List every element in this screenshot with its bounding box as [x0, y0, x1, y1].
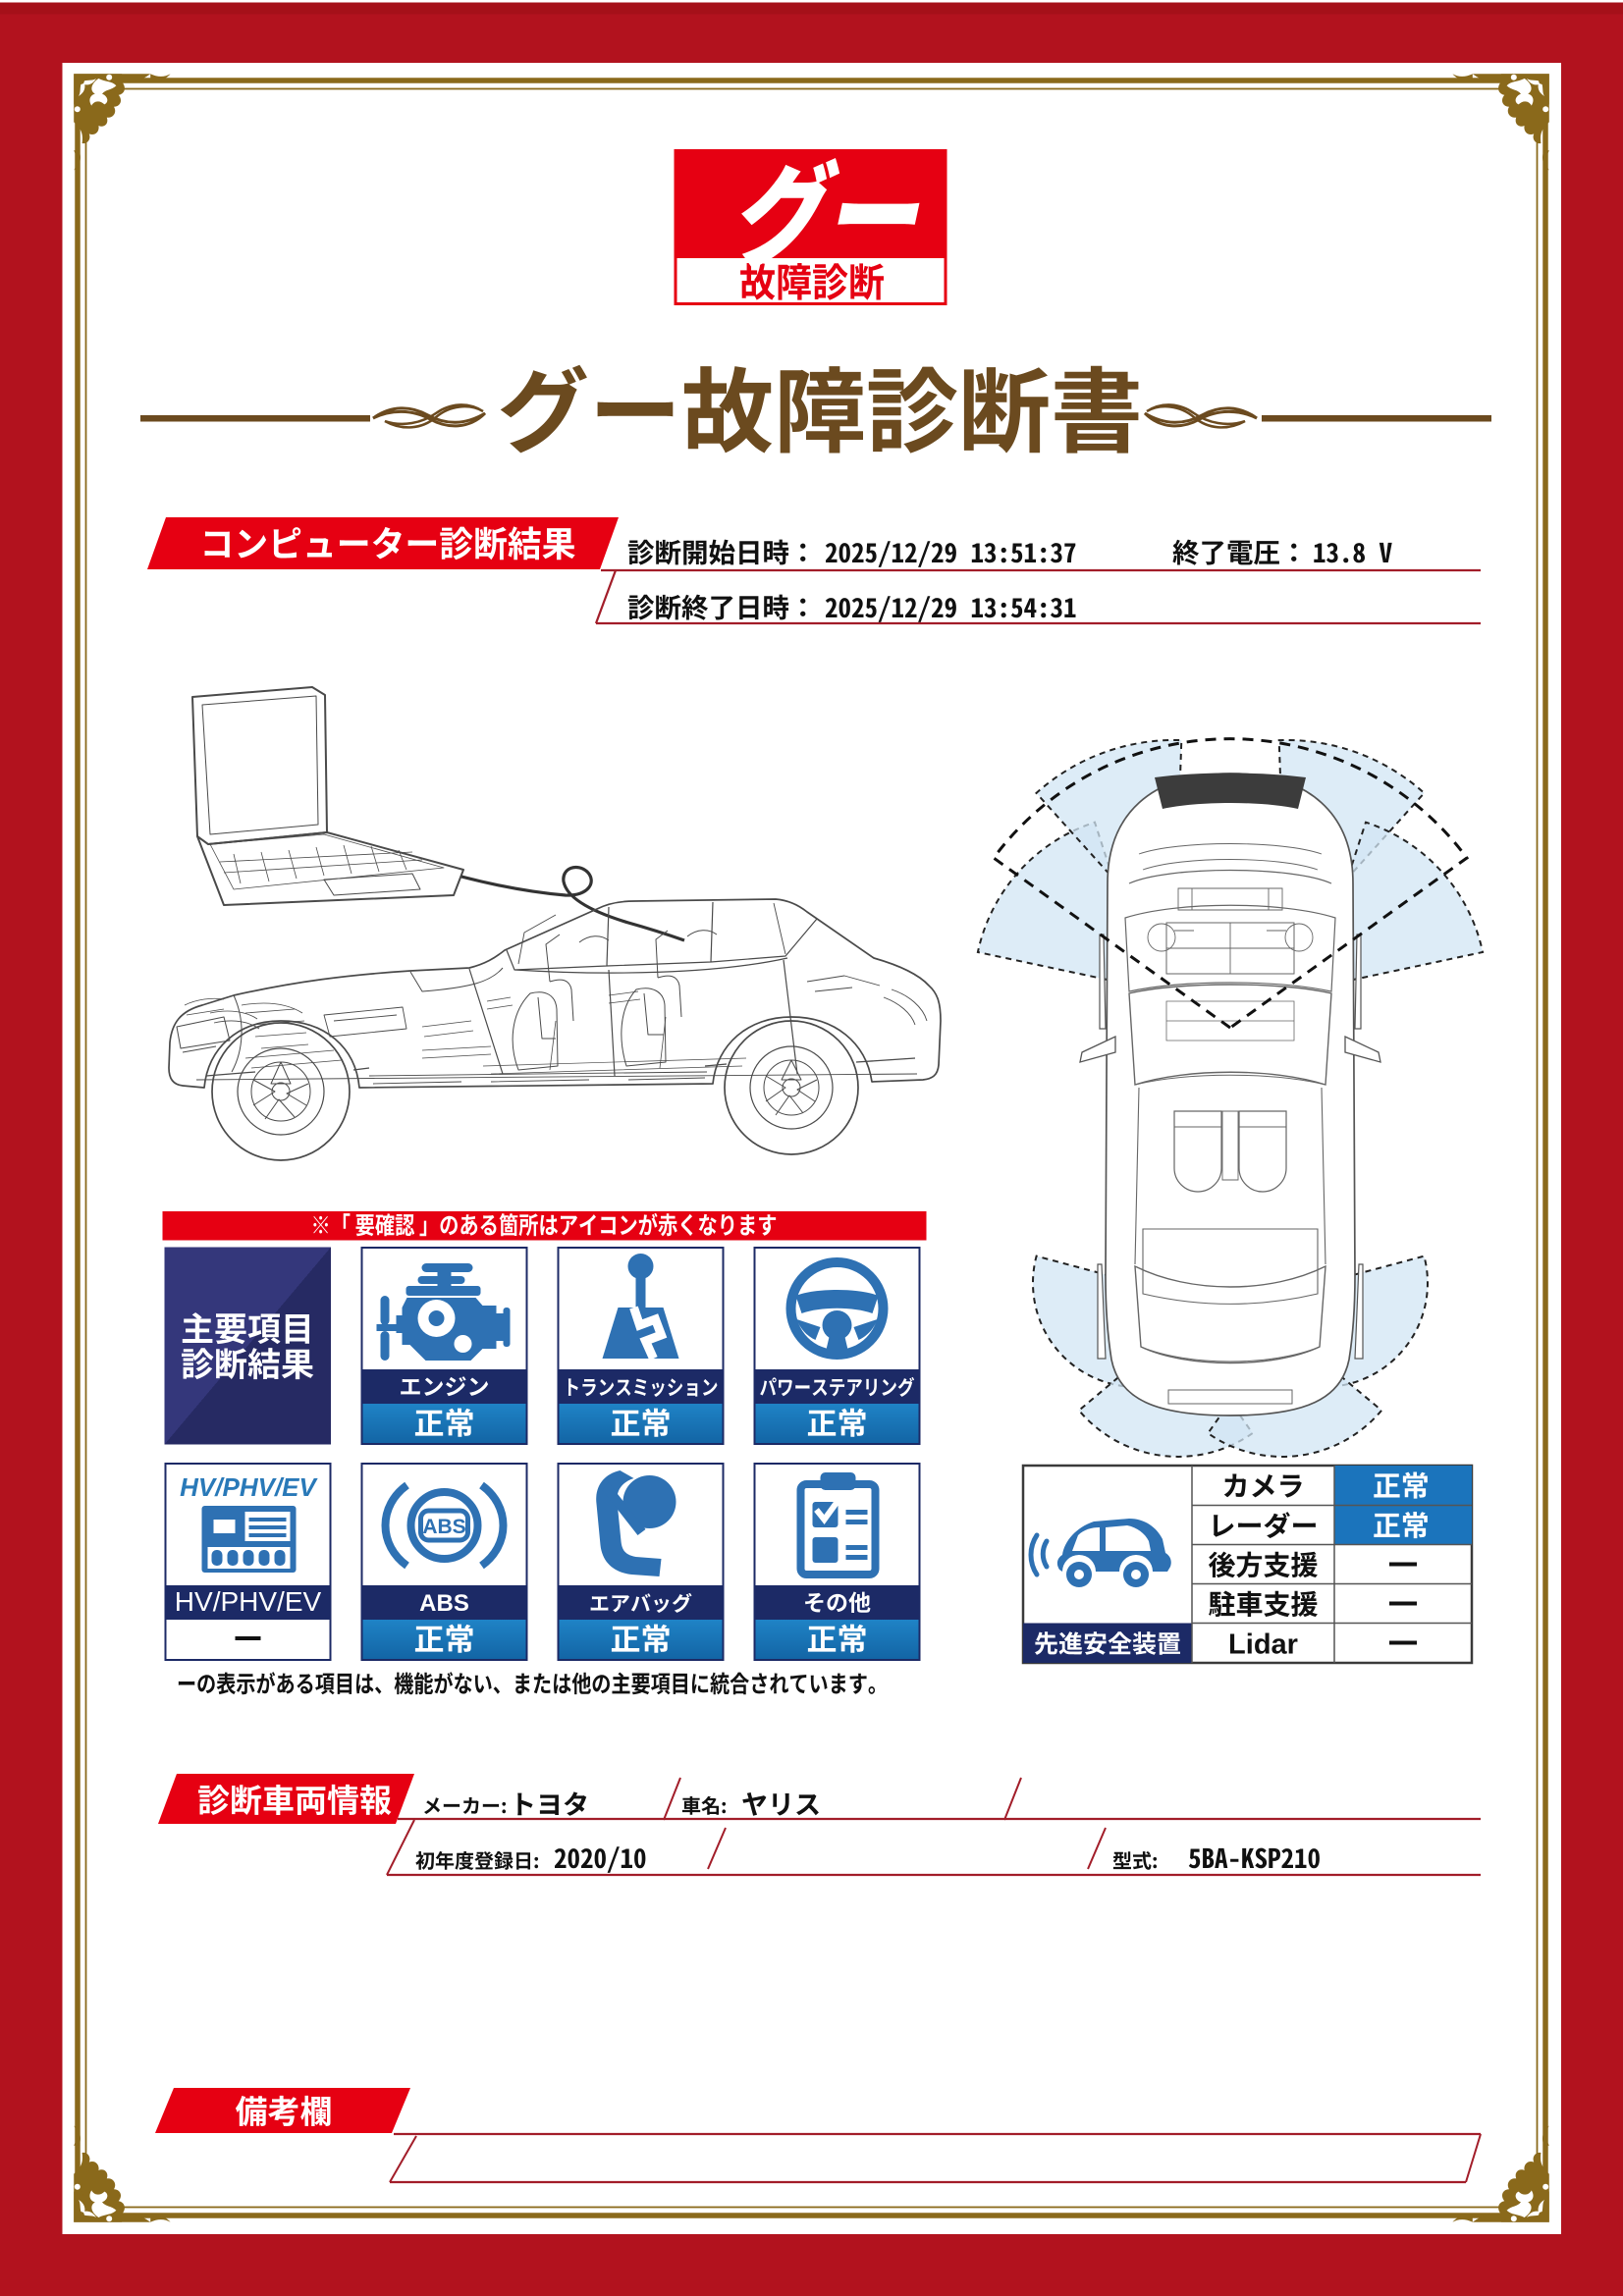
- svg-text:ABS: ABS: [419, 1590, 469, 1617]
- svg-text:HV/PHV/EV: HV/PHV/EV: [175, 1586, 322, 1617]
- svg-text:Lidar: Lidar: [1228, 1629, 1298, 1661]
